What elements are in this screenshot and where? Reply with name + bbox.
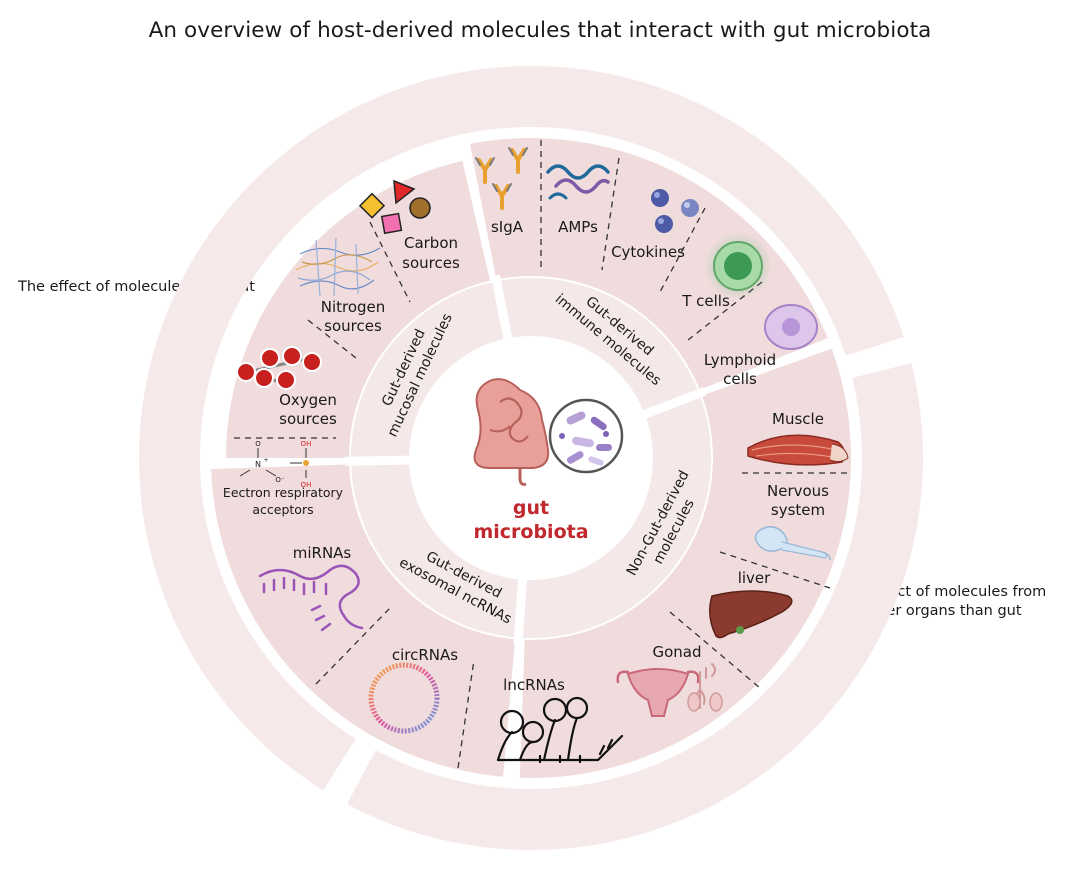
carbon-label-line2: sources [402, 254, 460, 272]
immune-sector [469, 137, 828, 390]
amp-peptide-icon [546, 164, 610, 200]
category-dividers [344, 274, 707, 644]
nitrate-structure-icon [239, 448, 307, 478]
outer-ring-organs-arc [346, 363, 923, 851]
gonad-icon [616, 663, 723, 717]
center-label-microbiota: microbiota [473, 521, 588, 543]
category-divider [639, 387, 707, 420]
liver-label: liver [738, 569, 771, 587]
carbon-shapes-icon [358, 179, 431, 235]
neuron-icon [754, 526, 831, 561]
cytokine-icon [651, 189, 699, 233]
dashed-separator [669, 611, 761, 689]
organs-effect-note-line2: other organs than gut [862, 603, 1022, 619]
dashed-separator [659, 207, 706, 293]
lymphoid-label-line1: Lymphoid [704, 351, 776, 369]
oxygen-label-line1: Oxygen [279, 391, 337, 409]
nervous-label-line1: Nervous [767, 482, 829, 500]
center-label-gut: gut [513, 497, 549, 519]
nitrogen-label-line1: Nitrogen [321, 298, 386, 316]
sulfate-oh-bottom-label: OH [301, 481, 312, 489]
page-title: An overview of host-derived molecules th… [148, 18, 932, 43]
antibody-icon [475, 147, 528, 210]
circrnas-label: circRNAs [392, 646, 458, 664]
dashed-separator [719, 551, 831, 589]
intestine-icon [473, 378, 550, 486]
dashed-separator [457, 659, 475, 769]
carbon-label-line1: Carbon [404, 234, 458, 252]
AMPs-label: AMPs [558, 218, 598, 236]
muscle-label: Muscle [772, 410, 824, 428]
nitrogen-label-line2: sources [324, 317, 382, 335]
dashed-separator [369, 221, 411, 303]
nitrogen-fiber-icon [295, 237, 381, 297]
nervous-label-line2: system [771, 501, 825, 519]
sIgA-label: sIgA [491, 218, 524, 236]
category-divider [513, 575, 528, 644]
cytokines-label: Cytokines [611, 243, 685, 261]
bacteria-magnifier-icon [548, 398, 624, 474]
mirnas-label: miRNAs [293, 544, 352, 562]
lncrna-structure-icon [496, 696, 624, 764]
mirna-hairpin-icon [258, 564, 364, 632]
lncrnas-label: lncRNAs [503, 676, 565, 694]
circrna-ring-icon [368, 662, 440, 734]
sulfate-oh-top-label: OH [301, 440, 312, 448]
sulfate-center-icon [303, 460, 309, 466]
oxygen-label-line2: sources [279, 410, 337, 428]
dashed-separator [601, 157, 620, 271]
category-ring [351, 278, 711, 639]
item-dividers [234, 140, 850, 769]
gonad-label: Gonad [652, 643, 701, 661]
t-cell-icon [704, 232, 772, 300]
category-divider [344, 455, 414, 466]
t-cells-label: T cells [681, 292, 730, 310]
oxygen-molecule-icon [236, 346, 322, 390]
liver-icon [709, 590, 793, 639]
nitrate-ominus-label: O⁻ [275, 476, 285, 484]
muscle-icon [747, 434, 849, 466]
electron-label-line1: Eectron respiratory [223, 485, 344, 500]
electron-label-line2: acceptors [252, 502, 313, 517]
category-divider [491, 274, 513, 344]
lymphoid-cell-icon [764, 304, 818, 350]
nitrate-charge-label: + [263, 457, 268, 464]
nitrate-n-label: N [255, 460, 261, 469]
lymphoid-label-line2: cells [723, 370, 757, 388]
dashed-separator [315, 605, 393, 685]
nitrate-o-label: O [255, 440, 261, 448]
